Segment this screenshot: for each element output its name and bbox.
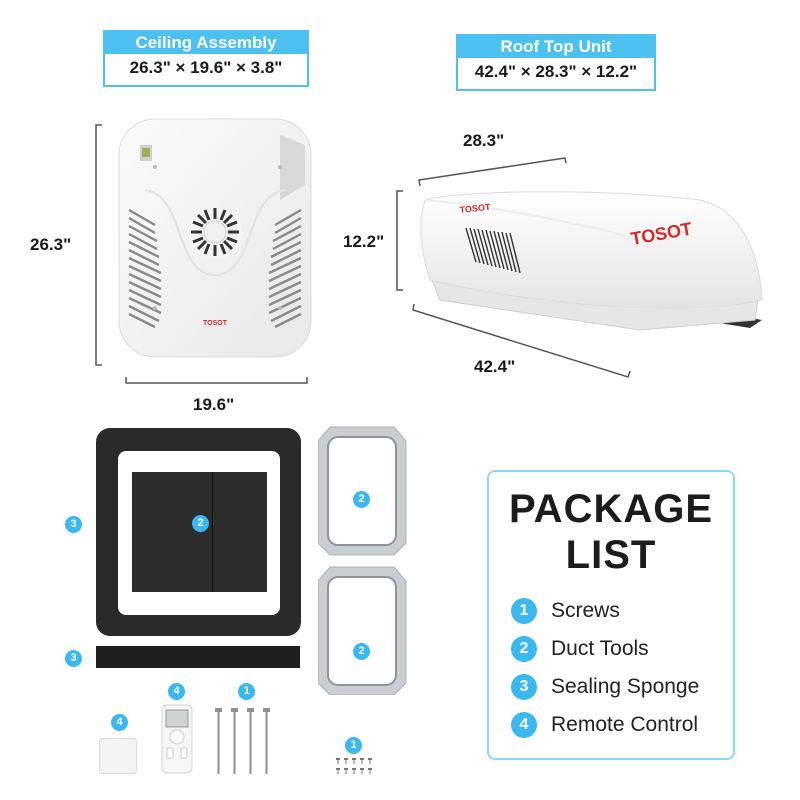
roof-top-unit-spec: Roof Top Unit 42.4" × 28.3" × 12.2" [456,34,656,91]
remote-holder-image [99,738,137,774]
package-item-sealing-sponge: 3 Sealing Sponge [511,668,733,706]
ceiling-assembly-image: TOSOT [118,118,312,358]
remote-control-image [161,704,193,774]
package-list-title-line1: PACKAGE [508,487,714,531]
duct-plate [132,472,267,592]
number-badge-icon: 3 [511,674,537,700]
sealing-sponge-strip [96,646,300,668]
duct-frames [318,426,407,695]
badge-sponge-frame: 3 [65,516,82,533]
package-item-label: Remote Control [551,713,699,736]
package-item-label: Screws [551,599,620,622]
package-item-screws: 1 Screws [511,592,733,630]
ceiling-assembly-title: Ceiling Assembly [105,32,307,54]
roof-depth-label: 28.3" [463,131,505,150]
package-list-title: PACKAGE LIST [489,486,733,578]
badge-remote-holder: 4 [111,714,128,731]
roof-small-brand-logo: TOSOT [459,202,491,215]
small-screws-image [336,758,372,774]
ceiling-brand-logo: TOSOT [203,320,228,327]
roof-length-label: 42.4" [474,357,516,376]
package-list-panel: PACKAGE LIST 1 Screws 2 Duct Tools 3 Sea… [487,470,735,760]
badge-duct-frame-top: 2 [353,491,370,508]
roof-height-label: 12.2" [343,232,385,251]
ceiling-height-label: 26.3" [30,235,72,254]
number-badge-icon: 2 [511,636,537,662]
badge-duct-plate: 2 [192,515,209,532]
package-item-label: Duct Tools [551,637,649,660]
long-screws-image [215,708,270,774]
number-badge-icon: 1 [511,598,537,624]
roof-top-unit-dimensions: 42.4" × 28.3" × 12.2" [474,62,638,81]
badge-sponge-strip: 3 [65,650,82,667]
ceiling-assembly-dimensions: 26.3" × 19.6" × 3.8" [129,58,283,77]
roof-top-unit-title: Roof Top Unit [458,36,654,58]
badge-long-screws: 1 [238,683,255,700]
badge-remote: 4 [168,683,185,700]
package-list-items: 1 Screws 2 Duct Tools 3 Sealing Sponge 4… [511,592,733,744]
package-item-label: Sealing Sponge [551,675,700,698]
badge-duct-frame-bottom: 2 [353,643,370,660]
dimension-lines [95,124,631,384]
package-list-title-line2: LIST [565,533,657,577]
ceiling-width-label: 19.6" [193,395,235,414]
package-item-remote-control: 4 Remote Control [511,706,733,744]
ceiling-assembly-spec: Ceiling Assembly 26.3" × 19.6" × 3.8" [103,30,309,87]
package-item-duct-tools: 2 Duct Tools [511,630,733,668]
badge-small-screws: 1 [345,737,362,754]
roof-top-unit-image: TOSOT TOSOT [420,191,763,331]
number-badge-icon: 4 [511,712,537,738]
